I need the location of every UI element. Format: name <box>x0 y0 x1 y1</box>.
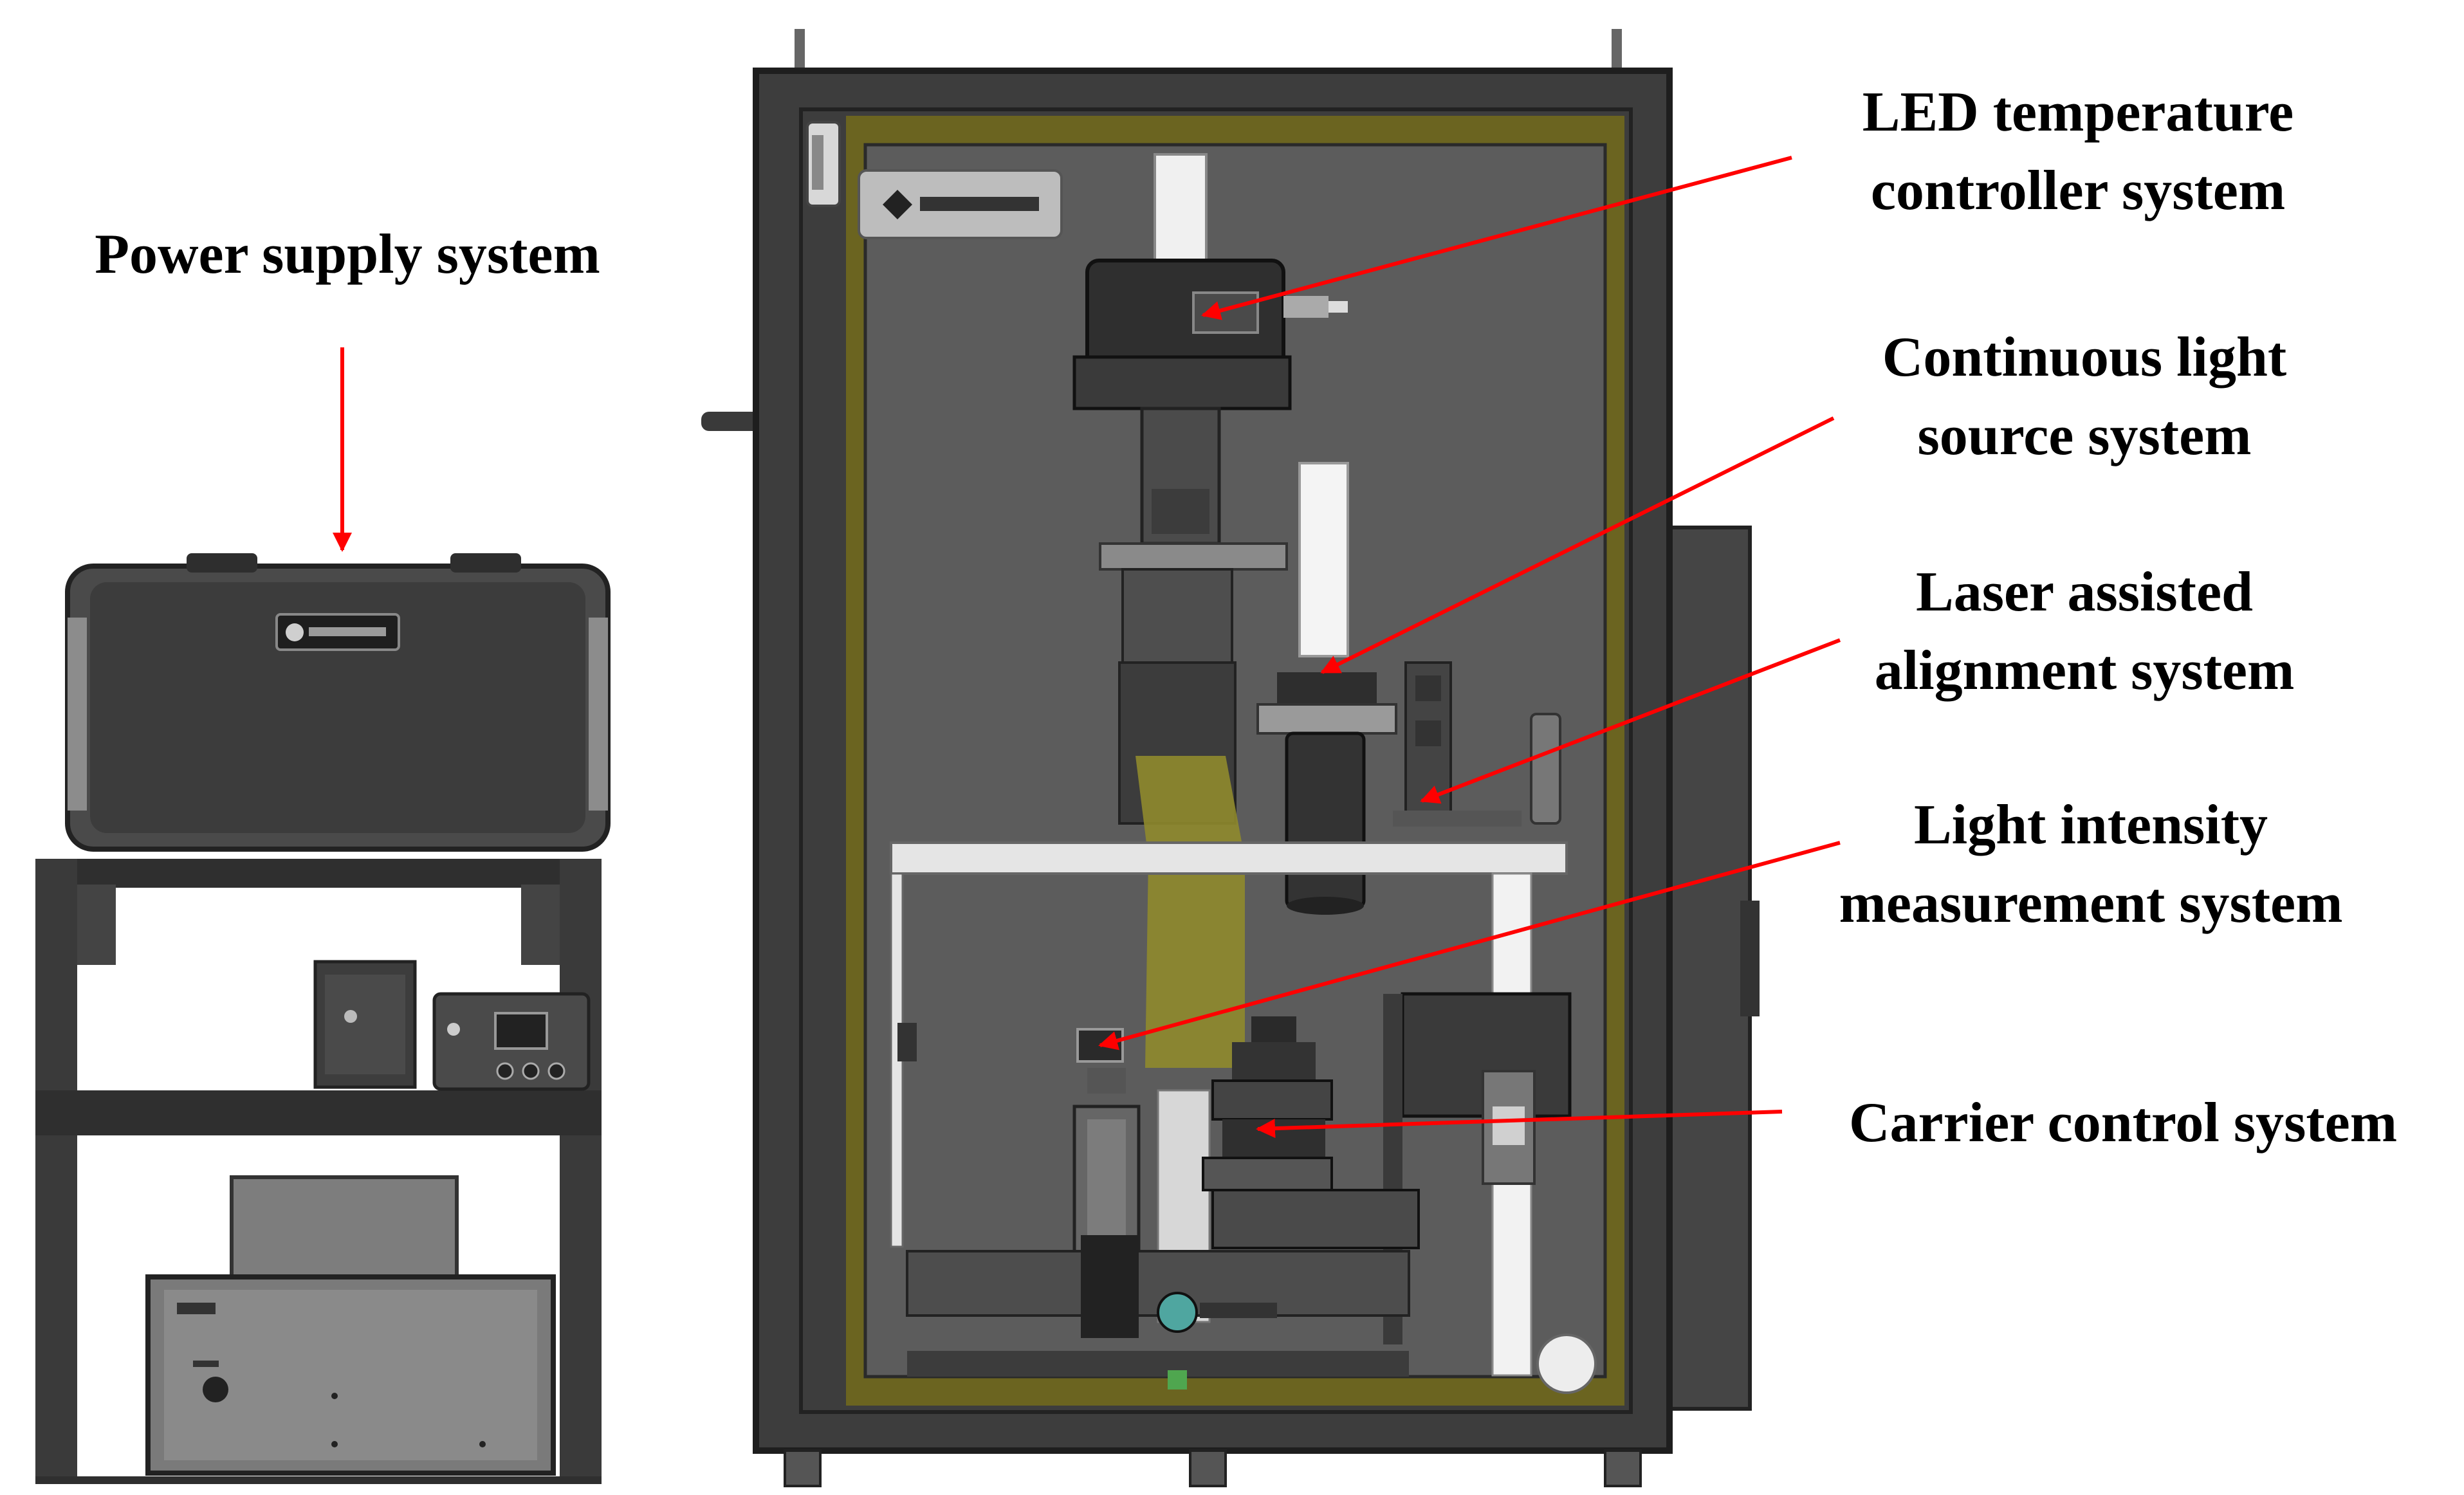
light-beam <box>1135 756 1245 1068</box>
label-power-supply-text: Power supply system <box>95 223 600 286</box>
shelf-controller-box <box>313 960 417 1089</box>
cabinet-brand-plate <box>858 169 1063 239</box>
label-continuous-light-line1: Continuous light <box>1882 326 2287 389</box>
carrier-control-stage <box>1202 1016 1420 1249</box>
label-light-intensity-line2: measurement system <box>1839 872 2343 935</box>
label-carrier-control-text: Carrier control system <box>1848 1092 2398 1154</box>
label-laser-alignment-line2: alignment system <box>1874 639 2295 702</box>
power-supply-rack <box>35 553 611 1484</box>
label-carrier-control: Carrier control system <box>1795 1084 2451 1162</box>
lower-laser-unit <box>145 1175 556 1476</box>
rack-frame <box>35 859 602 1484</box>
arrow-light-intensity <box>1098 841 1841 1050</box>
main-cabinet <box>701 29 1760 1487</box>
shelf-controller-panel <box>432 992 591 1091</box>
cabinet-base <box>906 1235 1410 1390</box>
label-led-temperature: LED temperature controller system <box>1801 73 2355 230</box>
arrow-laser-alignment <box>1420 638 1841 804</box>
label-light-intensity-line1: Light intensity <box>1913 794 2268 856</box>
label-continuous-light: Continuous light source system <box>1801 318 2367 475</box>
label-laser-alignment-line1: Laser assisted <box>1916 561 2253 623</box>
annotation-arrows <box>333 156 1841 1139</box>
arrow-continuous-light <box>1320 416 1835 674</box>
continuous-light-source <box>1256 462 1397 915</box>
label-laser-alignment: Laser assisted alignment system <box>1801 553 2367 710</box>
label-light-intensity: Light intensity measurement system <box>1788 786 2393 943</box>
label-power-supply: Power supply system <box>58 216 637 294</box>
arrow-led-temperature <box>1201 156 1792 320</box>
label-led-temperature-line1: LED temperature <box>1862 81 2294 143</box>
led-temperature-controller <box>1072 259 1348 410</box>
label-continuous-light-line2: source system <box>1917 405 2252 467</box>
label-led-temperature-line2: controller system <box>1870 160 2286 222</box>
arrow-carrier-control <box>1256 1110 1783 1139</box>
power-supply-unit <box>65 553 611 852</box>
rear-enclosure <box>1383 992 1597 1394</box>
